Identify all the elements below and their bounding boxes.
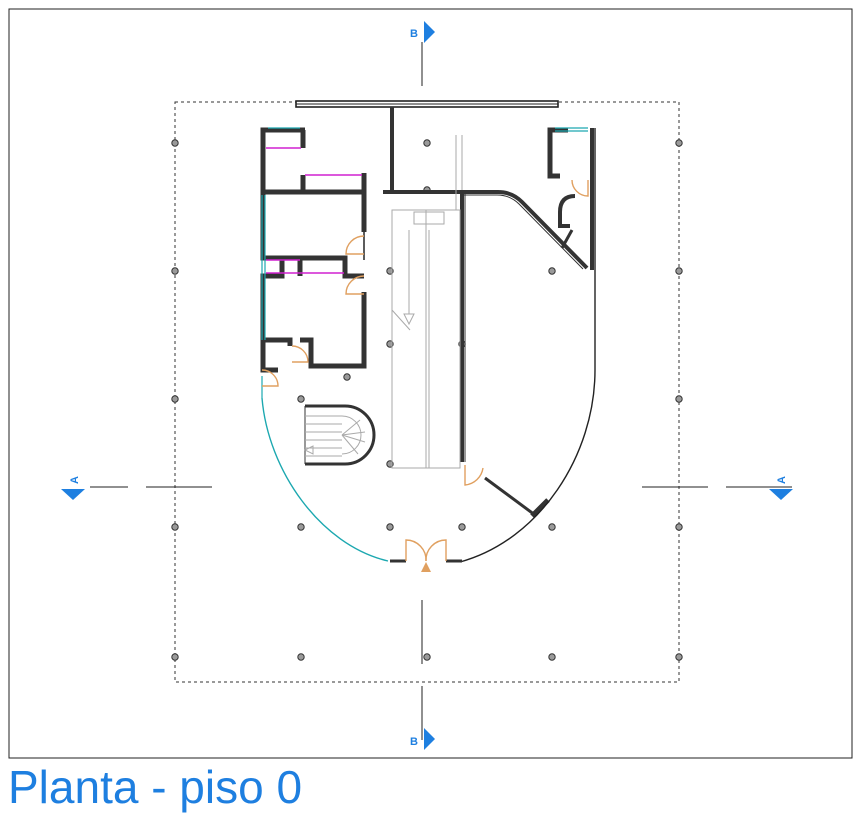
central-ramp bbox=[391, 135, 463, 469]
section-label-b-top: B bbox=[410, 28, 418, 40]
floor-plan-drawing: B B A A bbox=[8, 8, 853, 759]
pillar-grid bbox=[171, 139, 683, 661]
section-label-a-left: A bbox=[69, 476, 81, 484]
drawing-frame bbox=[8, 8, 853, 759]
central-walls bbox=[383, 107, 589, 518]
section-marker-a-left: A bbox=[61, 476, 85, 500]
section-marker-b-bottom: B bbox=[410, 728, 435, 750]
section-cut-arrow-icon bbox=[769, 489, 793, 500]
main-entrance bbox=[390, 539, 462, 572]
section-cut-arrow-icon bbox=[424, 728, 435, 750]
service-wing-walls bbox=[260, 127, 367, 373]
section-label-a-right: A bbox=[776, 476, 788, 484]
spiral-stair bbox=[303, 404, 376, 466]
section-marker-a-right: A bbox=[769, 476, 793, 500]
section-cut-arrow-icon bbox=[61, 489, 85, 500]
section-label-b-bottom: B bbox=[410, 736, 418, 748]
drawing-title: Planta - piso 0 bbox=[8, 761, 303, 813]
section-cut-arrow-icon bbox=[424, 21, 435, 43]
curved-glass-facade bbox=[261, 397, 389, 562]
curved-facade bbox=[459, 127, 596, 563]
entrance-arrow-icon bbox=[421, 562, 431, 572]
section-marker-b-top: B bbox=[410, 21, 435, 43]
interior-doors bbox=[261, 179, 589, 486]
